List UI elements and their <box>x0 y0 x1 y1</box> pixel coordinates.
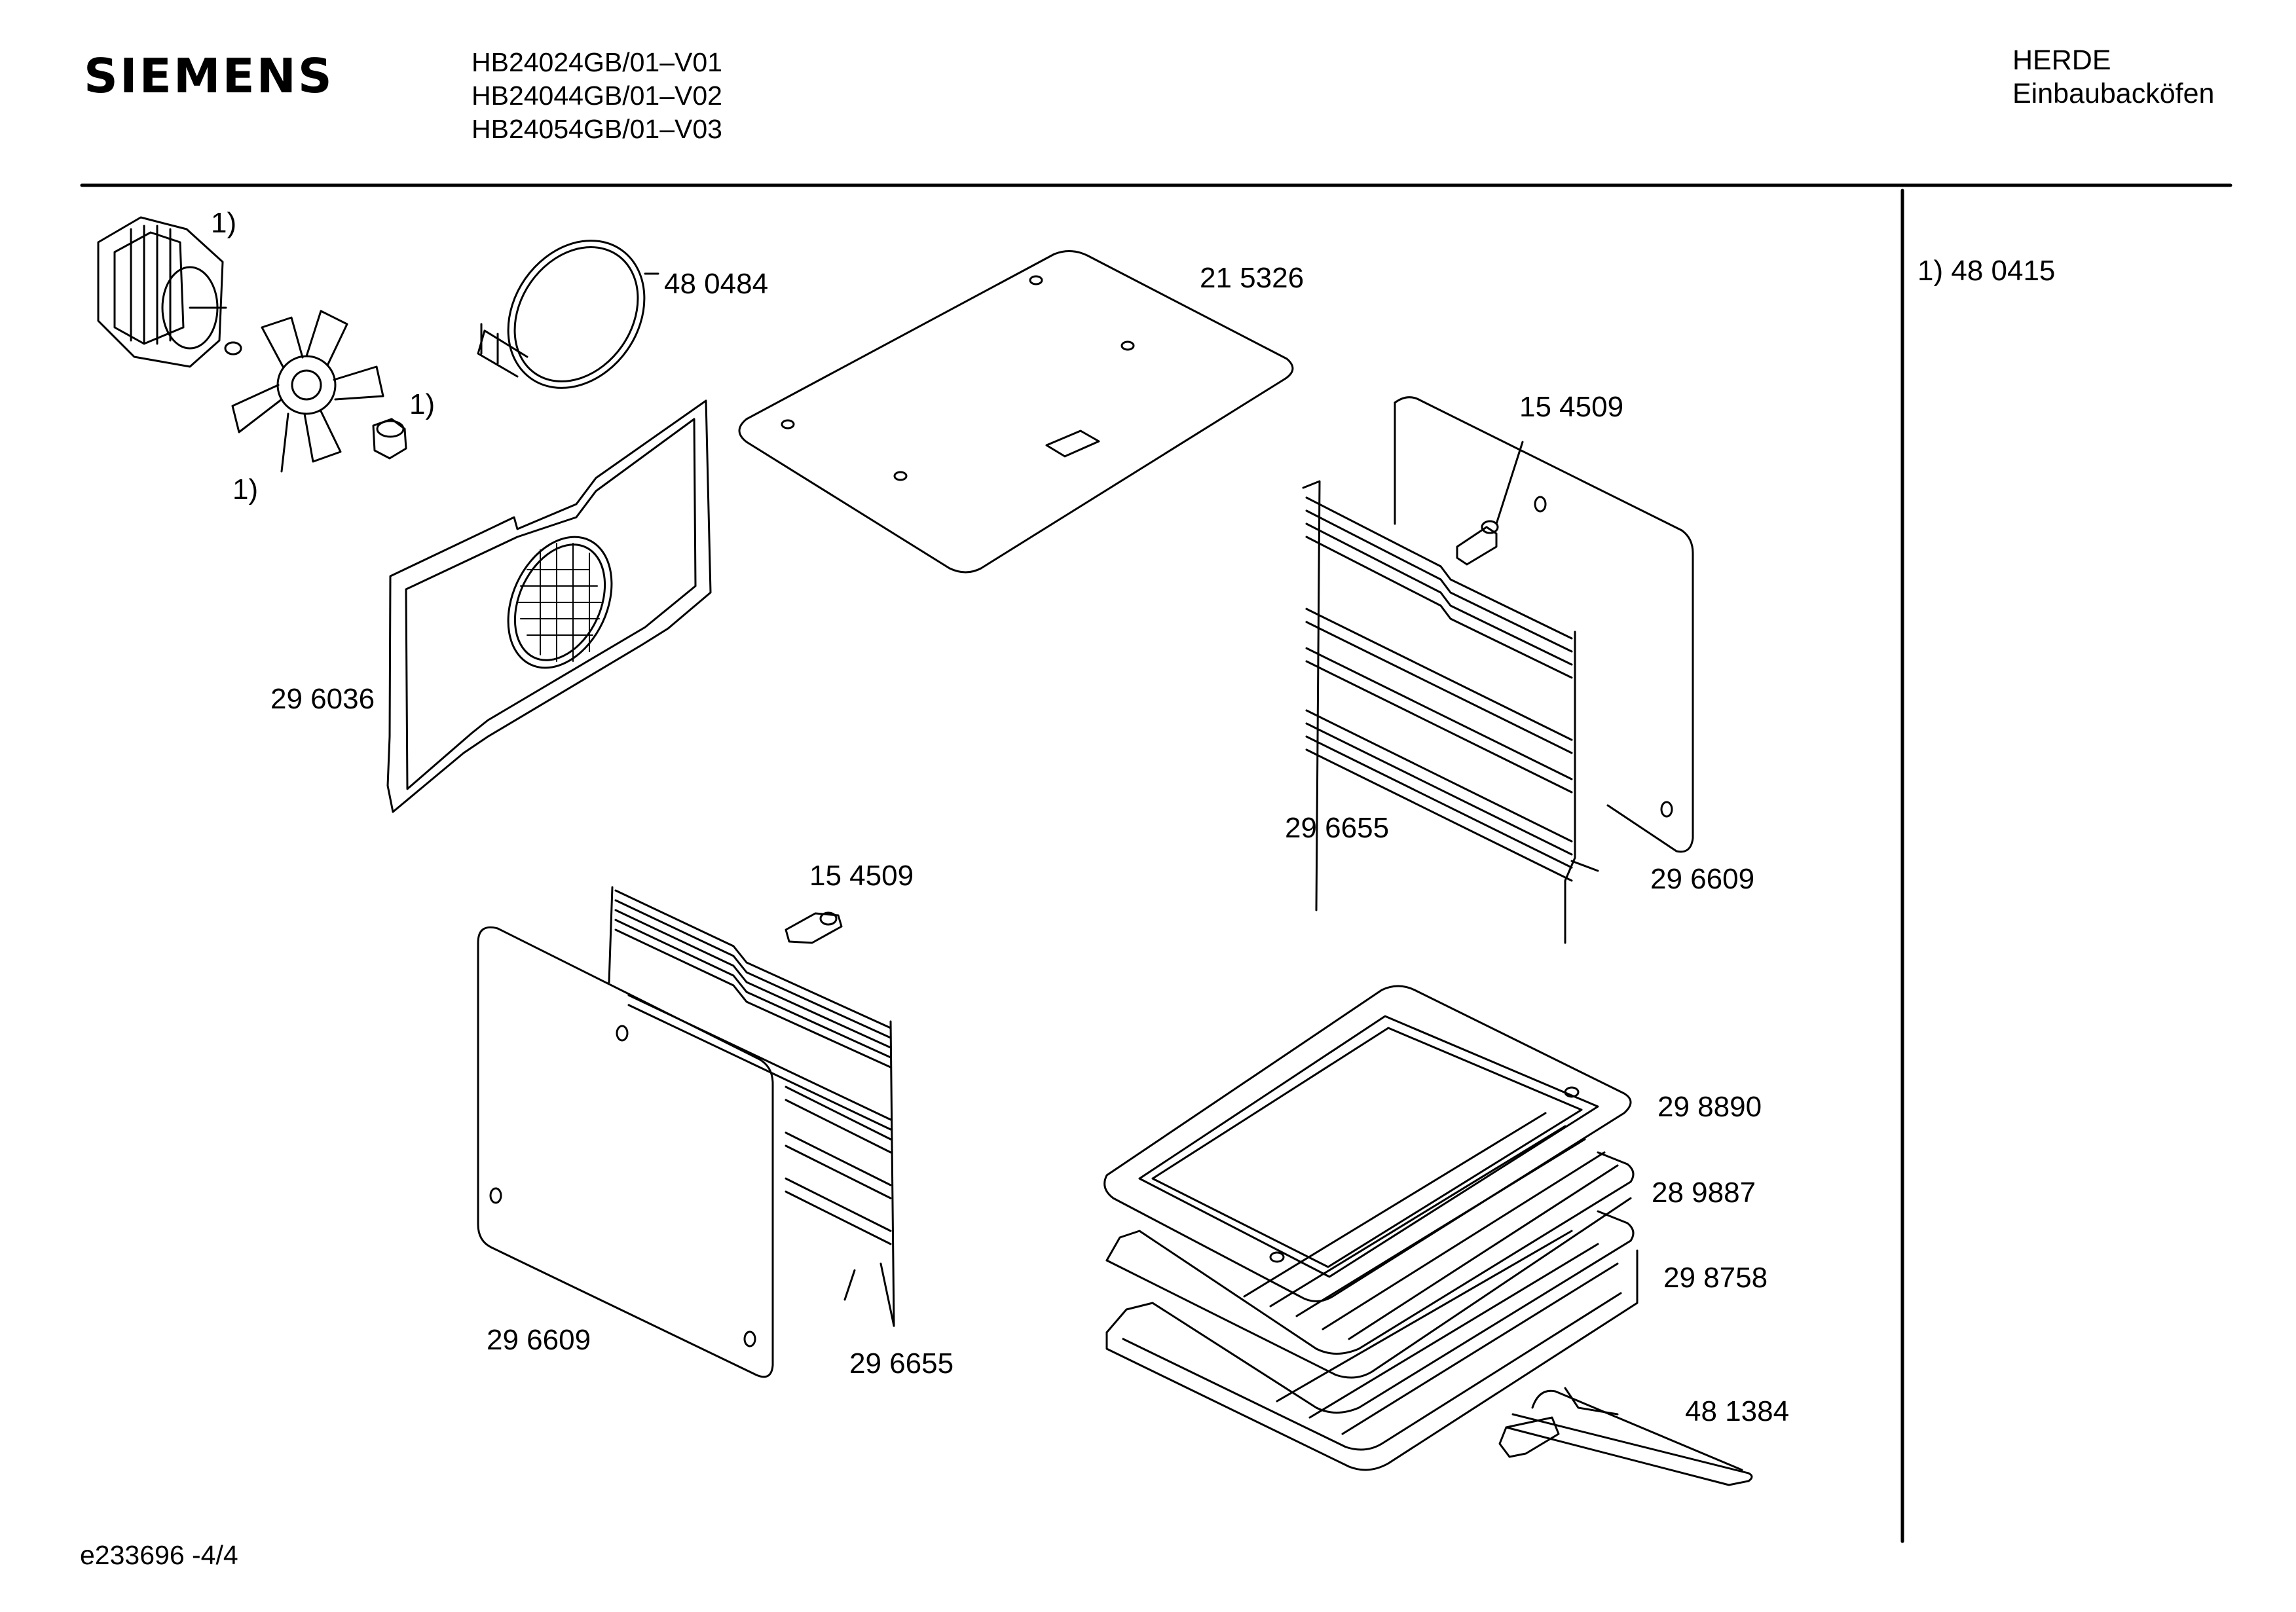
callout-shallow-tray: 29 8758 <box>1663 1262 1768 1294</box>
callout-top-plate: 21 5326 <box>1200 262 1305 294</box>
fan-nut-drawing <box>373 419 406 458</box>
fan-wheel-drawing <box>232 311 383 471</box>
callout-motor-note: 1) <box>211 207 237 239</box>
callout-grid-shelf: 28 9887 <box>1652 1177 1756 1209</box>
callout-screw-right: 15 4509 <box>1519 391 1624 423</box>
callout-back-panel: 29 6036 <box>270 683 375 715</box>
callout-side-panel-right: 29 6609 <box>1650 863 1755 895</box>
callout-nut-note: 1) <box>409 388 435 420</box>
heating-element-drawing <box>478 214 673 414</box>
deep-tray-drawing <box>1105 986 1631 1302</box>
back-panel-grille <box>519 543 601 661</box>
brand-logo: SIEMENS <box>84 48 334 103</box>
category-label: HERDE <box>2012 45 2111 76</box>
top-plate-drawing <box>739 251 1293 572</box>
callout-screw-left: 15 4509 <box>809 860 914 892</box>
side-panel-left-drawing <box>478 927 773 1377</box>
fan-motor-drawing <box>98 217 241 367</box>
shallow-tray-drawing <box>1107 1211 1637 1470</box>
callout-heating-element: 48 0484 <box>664 268 769 300</box>
callout-rail-right: 29 6655 <box>1285 812 1390 844</box>
subcategory-label: Einbaubacköfen <box>2012 78 2215 109</box>
rail-right-drawing <box>1303 481 1598 943</box>
callout-tray-handle: 48 1384 <box>1685 1395 1790 1427</box>
footnote-1: 1) 48 0415 <box>1917 255 2056 287</box>
callout-deep-tray: 29 8890 <box>1657 1091 1762 1123</box>
model-number-1: HB24024GB/01–V01 <box>472 47 722 77</box>
screw-right-drawing <box>1457 442 1523 564</box>
back-panel-drawing <box>388 401 711 812</box>
rail-left-drawing <box>609 887 894 1326</box>
grid-shelf-drawing <box>1107 1113 1633 1378</box>
callout-side-panel-left: 29 6609 <box>487 1324 591 1356</box>
screw-left-drawing <box>786 913 842 943</box>
callout-fan-note: 1) <box>232 473 259 505</box>
callout-rail-left: 29 6655 <box>849 1347 954 1380</box>
model-number-2: HB24044GB/01–V02 <box>472 81 722 111</box>
side-panel-right-drawing <box>1395 397 1693 852</box>
tray-handle-drawing <box>1500 1388 1752 1485</box>
model-number-3: HB24054GB/01–V03 <box>472 114 722 144</box>
drawing-id: e233696 -4/4 <box>80 1540 238 1570</box>
